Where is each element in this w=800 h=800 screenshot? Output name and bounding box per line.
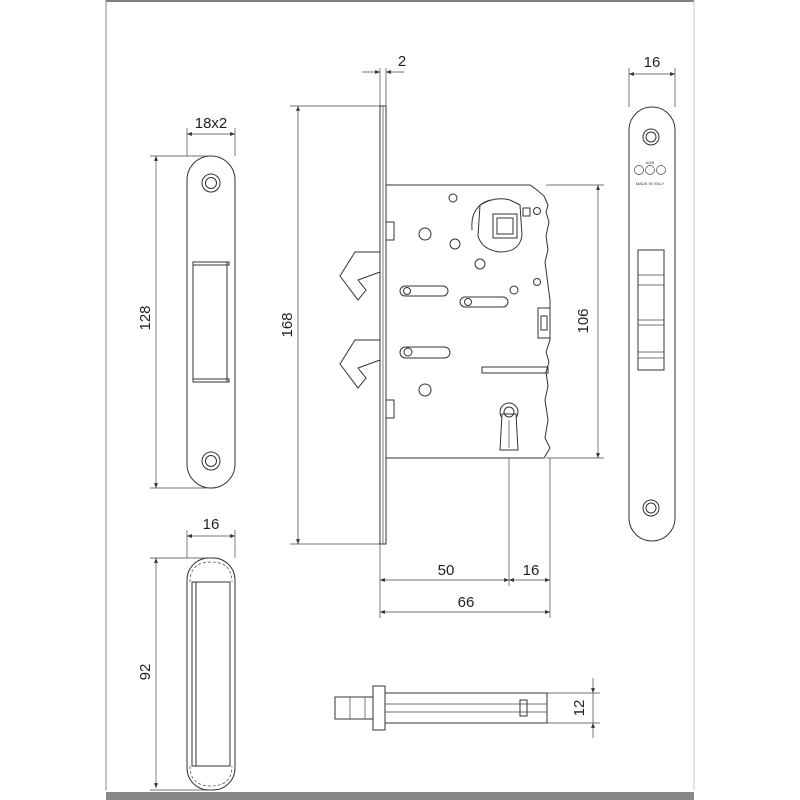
dim-cover-width: 16: [203, 516, 220, 533]
dim-backset: 50: [438, 562, 455, 579]
dim-faceplate-height: 168: [279, 312, 296, 337]
bottom-bar: [106, 792, 694, 800]
dim-faceplate-thickness: 2: [398, 53, 406, 70]
dim-strike-width: 18x2: [195, 115, 228, 132]
maker-mark: AGB: [646, 160, 655, 165]
dim-case-height: 106: [575, 308, 592, 333]
dim-strike-height: 128: [137, 305, 154, 330]
cover-plate: [186, 557, 236, 791]
dim-bolt-height: 12: [571, 700, 588, 717]
lock-body: [339, 105, 551, 545]
dim-faceplate-width: 16: [644, 54, 661, 71]
dim-face-offset: 16: [523, 562, 540, 579]
dim-cover-height: 92: [137, 664, 154, 681]
origin-text: MADE IN ITALY: [636, 181, 665, 186]
strike-plate: [186, 155, 236, 489]
dead-bolt: [334, 685, 548, 731]
dim-case-depth: 66: [458, 594, 475, 611]
maker-logo: AGB: [634, 160, 666, 175]
faceplate-front: AGB MADE IN ITALY: [628, 106, 676, 542]
